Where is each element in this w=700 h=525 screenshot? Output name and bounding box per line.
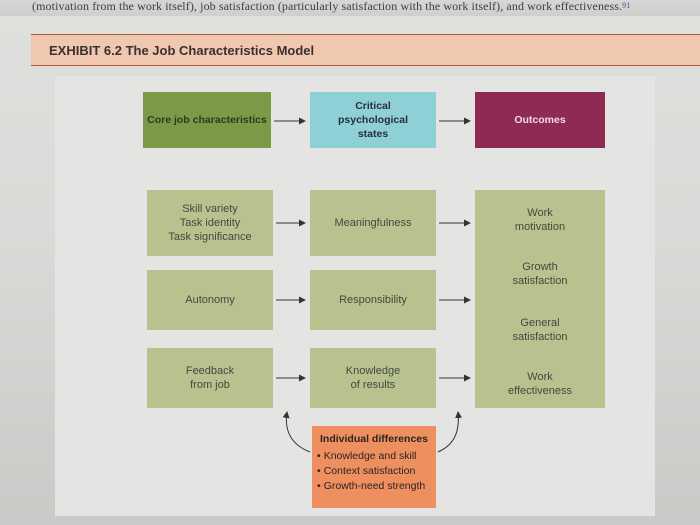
footnote-ref[interactable]: 91 xyxy=(622,1,631,10)
core-characteristics-header: Core job characteristics xyxy=(143,92,271,148)
core-item-feedback: Feedback from job xyxy=(147,348,273,408)
outcome-work-motivation: Work motivation xyxy=(514,207,566,233)
individual-difference-item: Knowledge and skill xyxy=(317,449,436,464)
outcome-work-effectiveness: Work effectiveness xyxy=(507,371,572,397)
outcome-growth-satisfaction: Growth satisfaction xyxy=(512,261,568,287)
body-text: (motivation from the work itself), job s… xyxy=(32,0,623,13)
exhibit-bar: EXHIBIT 6.2 The Job Characteristics Mode… xyxy=(31,34,700,66)
exhibit-title: EXHIBIT 6.2 The Job Characteristics Mode… xyxy=(49,43,315,58)
outcomes-header: Outcomes xyxy=(475,92,605,148)
individual-difference-item: Context satisfaction xyxy=(317,464,436,479)
outcomes-box: Work motivation Growth satisfaction Gene… xyxy=(475,190,605,408)
critical-states-header: Critical psychological states xyxy=(310,92,436,148)
core-item-skill-variety: Skill variety Task identity Task signifi… xyxy=(147,190,273,256)
individual-difference-item: Growth-need strength xyxy=(317,479,436,494)
individual-differences-title: Individual differences xyxy=(320,433,428,445)
outcome-general-satisfaction: General satisfaction xyxy=(512,317,568,343)
individual-differences-box: Individual differences Knowledge and ski… xyxy=(312,426,436,508)
individual-differences-list: Knowledge and skill Context satisfaction… xyxy=(312,449,436,494)
state-responsibility: Responsibility xyxy=(310,270,436,330)
state-meaningfulness: Meaningfulness xyxy=(310,190,436,256)
state-knowledge-of-results: Knowledge of results xyxy=(310,348,436,408)
core-item-autonomy: Autonomy xyxy=(147,270,273,330)
body-text-line: (motivation from the work itself), job s… xyxy=(0,0,700,16)
